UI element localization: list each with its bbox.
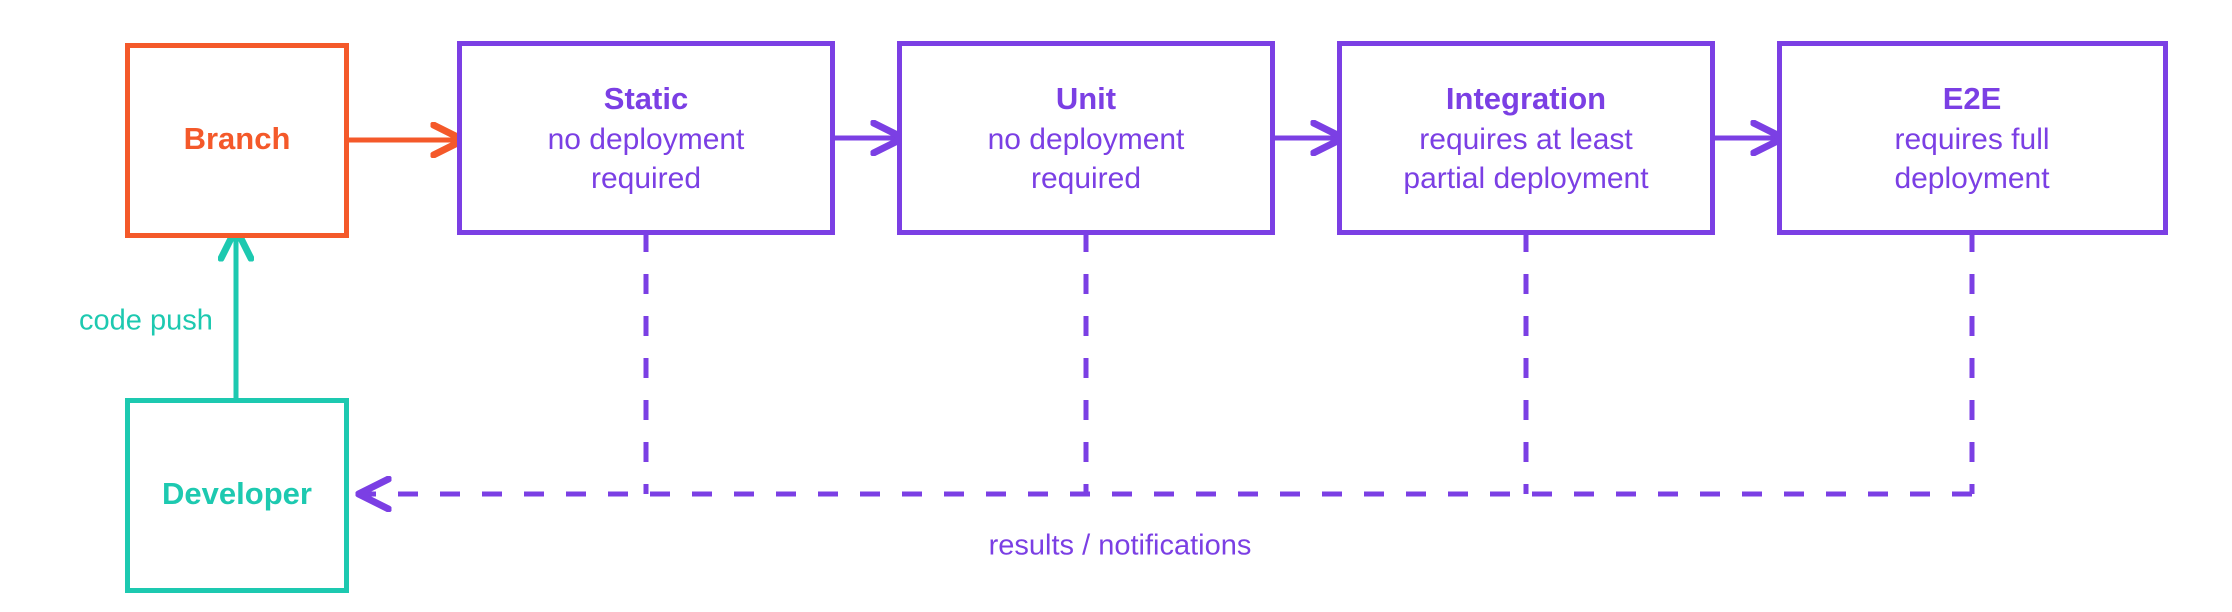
node-stage-e2e-desc-line1: requires full bbox=[1894, 123, 2049, 156]
node-branch[interactable]: Branch bbox=[125, 43, 349, 238]
node-stage-static[interactable]: Static no deployment required bbox=[457, 41, 835, 235]
node-stage-unit-desc-line2: required bbox=[1031, 162, 1141, 195]
node-stage-static-title: Static bbox=[604, 81, 688, 116]
node-branch-label: Branch bbox=[184, 121, 291, 156]
node-developer-label: Developer bbox=[162, 476, 312, 511]
node-stage-unit[interactable]: Unit no deployment required bbox=[897, 41, 1275, 235]
node-stage-integration-box[interactable] bbox=[1337, 41, 1715, 235]
node-developer[interactable]: Developer bbox=[125, 398, 349, 593]
node-stage-e2e-box[interactable] bbox=[1777, 41, 2168, 235]
node-stage-unit-title: Unit bbox=[1056, 81, 1116, 116]
node-developer-box[interactable] bbox=[125, 398, 349, 593]
node-stage-static-desc-line1: no deployment bbox=[548, 123, 745, 156]
node-stage-unit-box[interactable] bbox=[897, 41, 1275, 235]
node-stage-static-desc-line2: required bbox=[591, 162, 701, 195]
node-stage-static-box[interactable] bbox=[457, 41, 835, 235]
edge-label-feedback: results / notifications bbox=[989, 530, 1252, 562]
node-stage-e2e[interactable]: E2E requires full deployment bbox=[1777, 41, 2168, 235]
feedback-wires bbox=[360, 232, 1975, 494]
node-stage-integration-desc-line1: requires at least bbox=[1419, 123, 1633, 156]
node-stage-e2e-title: E2E bbox=[1943, 81, 2002, 116]
node-stage-unit-desc-line1: no deployment bbox=[988, 123, 1185, 156]
edge-label-code-push: code push bbox=[79, 305, 213, 337]
node-stage-integration[interactable]: Integration requires at least partial de… bbox=[1337, 41, 1715, 235]
node-branch-box[interactable] bbox=[125, 43, 349, 238]
node-stage-e2e-desc-line2: deployment bbox=[1894, 162, 2050, 195]
node-stage-integration-title: Integration bbox=[1446, 81, 1606, 116]
node-stage-integration-desc-line2: partial deployment bbox=[1403, 162, 1649, 195]
